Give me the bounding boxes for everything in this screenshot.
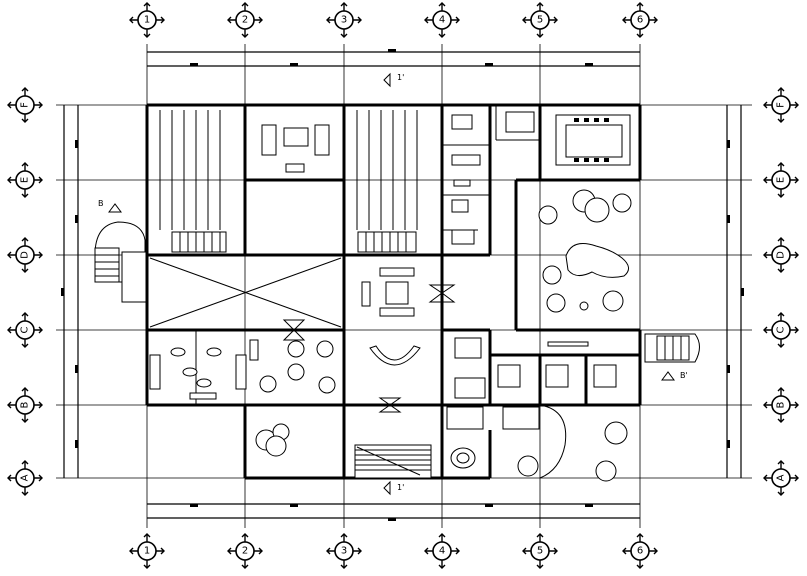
garden-landscape [255,189,632,482]
column-bubble-top-2-label: 2 [242,15,248,26]
auditorium-rows [159,110,418,253]
restroom-fixtures [149,347,247,400]
side-stairs [94,221,700,363]
door-swings [282,284,456,413]
column-bubble-top-5-label: 5 [537,15,543,26]
column-bubble-top-3: 3 [326,2,362,38]
row-bubble-left-D: D [7,237,43,273]
column-bubble-bottom-6: 6 [622,533,658,569]
row-bubble-left-C: C [7,312,43,348]
section-marker-left-label: B [98,199,104,208]
column-bubble-bottom-3: 3 [326,533,362,569]
column-bubble-top-2: 2 [227,2,263,38]
central-void [149,257,342,328]
section-marker-top: 1' [383,72,404,88]
row-bubble-right-D: D [763,237,799,273]
section-marker-bottom: 1' [383,480,404,496]
dimension-lines [61,49,744,521]
column-bubble-top-3-label: 3 [341,15,347,26]
column-bubble-top-4: 4 [424,2,460,38]
south-entry-stair [354,404,567,479]
column-bubble-top-6-label: 6 [637,15,643,26]
building-walls [145,103,642,480]
column-bubble-bottom-2-label: 2 [242,546,248,557]
row-bubble-right-C: C [763,312,799,348]
column-bubble-bottom-4: 4 [424,533,460,569]
column-bubble-bottom-5: 5 [522,533,558,569]
lounge-furniture [361,111,535,317]
column-bubble-top-5: 5 [522,2,558,38]
row-bubble-left-B-label: B [20,401,31,408]
row-bubble-right-A-label: A [776,474,787,481]
row-bubble-left-F-label: F [20,102,31,108]
section-markers: 1' 1' B B' [98,72,688,496]
boardroom-table [555,114,631,166]
section-marker-top-label: 1' [397,73,404,82]
column-bubble-top-6: 6 [622,2,658,38]
reception-desk [369,345,421,366]
row-bubble-right-B-label: B [776,401,787,408]
section-marker-right: B' [661,371,688,381]
row-bubble-right-E-label: E [776,177,787,183]
row-bubble-right-C-label: C [776,326,787,333]
row-bubble-left-D-label: D [20,251,31,259]
row-bubble-right-B: B [763,387,799,423]
row-bubble-left-E: E [7,162,43,198]
row-bubble-left-C-label: C [20,326,31,333]
conference-room-furniture [261,124,330,173]
row-bubble-right-F-label: F [776,102,787,108]
office-workstations [454,337,617,399]
column-bubble-bottom-5-label: 5 [537,546,543,557]
row-bubble-left-A-label: A [20,474,31,481]
column-bubble-bottom-6-label: 6 [637,546,643,557]
column-bubble-bottom-1: 1 [129,533,165,569]
section-marker-right-label: B' [680,371,688,380]
section-marker-left: B [98,199,122,213]
row-bubble-left-A: A [7,460,43,496]
column-bubble-top-1-label: 1 [144,15,150,26]
row-bubble-left-E-label: E [20,177,31,183]
row-bubble-right-F: F [763,87,799,123]
row-bubble-right-D-label: D [776,251,787,259]
column-bubble-bottom-3-label: 3 [341,546,347,557]
row-bubble-right-E: E [763,162,799,198]
column-bubble-bottom-2: 2 [227,533,263,569]
column-bubble-bottom-1-label: 1 [144,546,150,557]
section-marker-bottom-label: 1' [397,483,404,492]
row-bubble-left-B: B [7,387,43,423]
column-bubble-top-4-label: 4 [439,15,445,26]
column-bubble-bottom-4-label: 4 [439,546,445,557]
column-bubble-top-1: 1 [129,2,165,38]
row-bubble-right-A: A [763,460,799,496]
dining-tables [249,339,336,394]
row-bubble-left-F: F [7,87,43,123]
